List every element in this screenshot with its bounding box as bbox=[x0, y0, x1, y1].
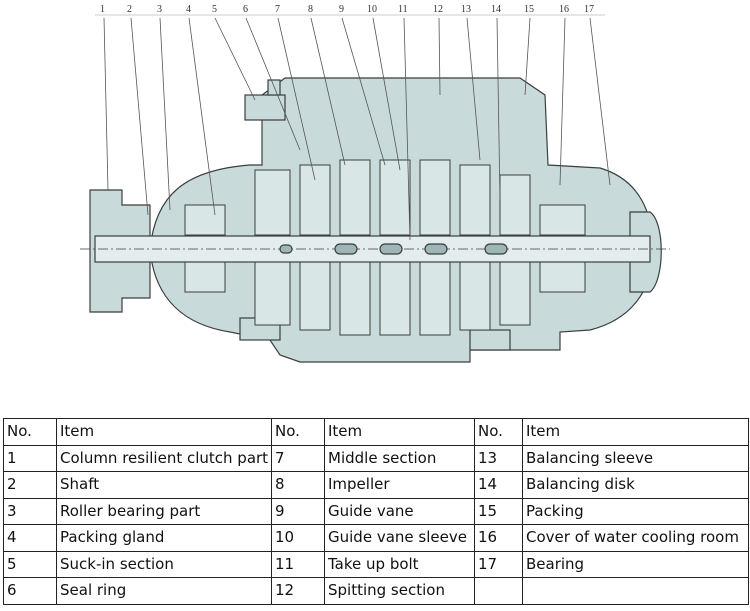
callout-7: 7 bbox=[275, 4, 280, 15]
table-row: 1 Column resilient clutch part 7 Middle … bbox=[3, 444, 749, 472]
callout-3: 3 bbox=[157, 4, 162, 15]
table-cell: 4 bbox=[3, 524, 57, 552]
table-cell: Guide vane sleeve bbox=[324, 524, 475, 552]
callout-1: 1 bbox=[100, 4, 105, 15]
table-cell: 15 bbox=[474, 497, 523, 525]
table-cell: 10 bbox=[271, 524, 325, 552]
callout-12: 12 bbox=[433, 4, 443, 15]
table-cell: 5 bbox=[3, 550, 57, 578]
callout-6: 6 bbox=[243, 4, 248, 15]
callout-2: 2 bbox=[127, 4, 132, 15]
header-no: No. bbox=[474, 418, 523, 446]
header-item: Item bbox=[324, 418, 475, 446]
callout-5: 5 bbox=[212, 4, 217, 15]
table-cell: Spitting section bbox=[324, 577, 475, 605]
table-cell: Column resilient clutch part bbox=[56, 444, 272, 472]
table-cell: 14 bbox=[474, 471, 523, 499]
table-cell: Suck-in section bbox=[56, 550, 272, 578]
callout-14: 14 bbox=[491, 4, 501, 15]
callout-16: 16 bbox=[559, 4, 569, 15]
callout-8: 8 bbox=[308, 4, 313, 15]
table-cell bbox=[474, 577, 523, 605]
callout-10: 10 bbox=[367, 4, 377, 15]
table-cell: 8 bbox=[271, 471, 325, 499]
table-row: 3 Roller bearing part 9 Guide vane 15 Pa… bbox=[3, 497, 749, 525]
table-cell: 13 bbox=[474, 444, 523, 472]
table-cell: 3 bbox=[3, 497, 57, 525]
callout-9: 9 bbox=[339, 4, 344, 15]
table-cell: 17 bbox=[474, 550, 523, 578]
table-cell: 2 bbox=[3, 471, 57, 499]
table-cell: Middle section bbox=[324, 444, 475, 472]
table-cell: 11 bbox=[271, 550, 325, 578]
table-row: 2 Shaft 8 Impeller 14 Balancing disk bbox=[3, 471, 749, 499]
table-cell: Cover of water cooling room bbox=[522, 524, 749, 552]
table-cell: Seal ring bbox=[56, 577, 272, 605]
callout-numbers: 1 2 3 4 5 6 7 8 9 10 11 12 13 14 15 16 1… bbox=[100, 4, 594, 15]
callout-13: 13 bbox=[461, 4, 471, 15]
table-cell: Balancing disk bbox=[522, 471, 749, 499]
table-cell: Bearing bbox=[522, 550, 749, 578]
callout-15: 15 bbox=[524, 4, 534, 15]
callout-4: 4 bbox=[186, 4, 191, 15]
callout-17: 17 bbox=[584, 4, 594, 15]
parts-list-table: No. Item No. Item No. Item 1 Column resi… bbox=[3, 418, 749, 605]
table-cell: Packing gland bbox=[56, 524, 272, 552]
table-row: 4 Packing gland 10 Guide vane sleeve 16 … bbox=[3, 524, 749, 552]
table-cell: 1 bbox=[3, 444, 57, 472]
table-cell: 12 bbox=[271, 577, 325, 605]
table-cell: Take up bolt bbox=[324, 550, 475, 578]
header-no: No. bbox=[271, 418, 325, 446]
internal-stages bbox=[184, 159, 586, 336]
table-cell: Packing bbox=[522, 497, 749, 525]
header-no: No. bbox=[3, 418, 57, 446]
pump-sectional-drawing: 1 2 3 4 5 6 7 8 9 10 11 12 13 14 15 16 1… bbox=[80, 4, 670, 363]
table-row: 6 Seal ring 12 Spitting section bbox=[3, 577, 749, 605]
table-cell: 7 bbox=[271, 444, 325, 472]
shaft bbox=[80, 235, 670, 263]
header-item: Item bbox=[56, 418, 272, 446]
table-cell: 6 bbox=[3, 577, 57, 605]
table-row: 5 Suck-in section 11 Take up bolt 17 Bea… bbox=[3, 550, 749, 578]
table-cell: Shaft bbox=[56, 471, 272, 499]
table-cell: Impeller bbox=[324, 471, 475, 499]
table-cell: 9 bbox=[271, 497, 325, 525]
callout-11: 11 bbox=[398, 4, 408, 15]
table-cell: 16 bbox=[474, 524, 523, 552]
table-cell bbox=[522, 577, 749, 605]
leader-lines bbox=[95, 14, 611, 241]
table-cell: Guide vane bbox=[324, 497, 475, 525]
table-header-row: No. Item No. Item No. Item bbox=[3, 418, 749, 446]
header-item: Item bbox=[522, 418, 749, 446]
table-cell: Balancing sleeve bbox=[522, 444, 749, 472]
table-cell: Roller bearing part bbox=[56, 497, 272, 525]
